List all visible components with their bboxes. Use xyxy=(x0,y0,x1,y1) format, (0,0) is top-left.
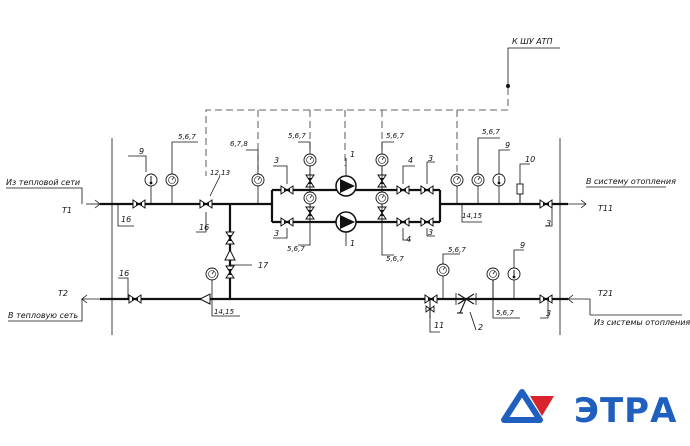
callout-1415-supply: 14,15 xyxy=(462,212,483,220)
label-t2: T2 xyxy=(58,289,68,298)
valve-bypass-lower xyxy=(225,265,235,279)
callout-11: 11 xyxy=(434,321,444,330)
callout-9-inlet: 9 xyxy=(139,147,144,156)
callout-4-upper: 4 xyxy=(408,156,413,165)
valve-pump-check-upper xyxy=(420,185,434,195)
valve-outlet-return xyxy=(128,294,142,304)
valve-pump-out-lower xyxy=(396,217,410,227)
callout-16-inlet: 16 xyxy=(121,215,131,224)
pressure-gauge-inlet xyxy=(165,173,179,187)
callout-678: 6,7,8 xyxy=(230,140,248,148)
thermometer-inlet xyxy=(144,173,158,187)
callout-567-outlet: 5,6,7 xyxy=(482,128,500,136)
callout-17: 17 xyxy=(258,261,269,270)
valve-pump-in-lower xyxy=(280,217,294,227)
flow-meter-icon xyxy=(516,183,524,204)
callout-3-outlet: 3 xyxy=(546,219,551,228)
callout-567-return-mid: 5,6,7 xyxy=(448,246,466,254)
label-to-heating: В систему отопления xyxy=(586,177,676,186)
supply-pipe xyxy=(86,199,587,209)
callout-3-in-lower: 3 xyxy=(274,229,279,238)
label-to-network: В тепловую сеть xyxy=(8,311,79,320)
label-t21: T21 xyxy=(598,289,613,298)
pressure-gauge-return xyxy=(486,267,500,281)
thermometer-outlet xyxy=(492,173,506,187)
callout-3-out-lower: 3 xyxy=(428,228,433,237)
pressure-gauge-return-mid xyxy=(436,263,450,277)
callout-567-return: 5,6,7 xyxy=(496,309,514,317)
callout-1213: 12,13 xyxy=(210,169,230,177)
callout-9-outlet: 9 xyxy=(505,141,510,150)
callout-10: 10 xyxy=(525,155,535,164)
leader-lines xyxy=(117,137,553,333)
callout-2: 2 xyxy=(478,323,483,332)
pressure-gauge-lower-right xyxy=(375,191,389,205)
logo-text: ЭТРА xyxy=(574,391,677,428)
callout-3-in-upper: 3 xyxy=(274,156,279,165)
valve-control-supply xyxy=(199,199,213,209)
callout-567-gauge-ur: 5,6,7 xyxy=(386,132,404,140)
valve-pump-check-lower xyxy=(420,217,434,227)
temperature-sensor-return xyxy=(205,267,219,281)
pump-loop xyxy=(270,188,442,224)
check-valve-return xyxy=(199,293,211,305)
temperature-sensor-supply xyxy=(251,173,265,187)
callout-567-gauge-ll: 5,6,7 xyxy=(287,245,305,253)
valve-inlet-return xyxy=(539,294,553,304)
callout-1-lower: 1 xyxy=(350,239,355,248)
callout-9-return: 9 xyxy=(520,241,525,250)
pump-lower xyxy=(335,211,357,233)
callout-567-gauge-ul: 5,6,7 xyxy=(288,132,306,140)
callout-3-out-upper: 3 xyxy=(428,154,433,163)
pressure-gauge-outlet xyxy=(471,173,485,187)
valve-pump-in-upper xyxy=(280,185,294,195)
pressure-gauge-lower-left xyxy=(303,191,317,205)
temperature-sensor-outlet xyxy=(450,173,464,187)
thermometer-return xyxy=(507,267,521,281)
pump-upper xyxy=(335,175,357,197)
drain-valve xyxy=(425,299,435,318)
label-t1: T1 xyxy=(62,206,72,215)
label-atp: К ШУ АТП xyxy=(512,37,553,46)
valve-pump-out-upper xyxy=(396,185,410,195)
strainer-icon xyxy=(457,293,475,314)
pressure-gauge-upper-right xyxy=(375,153,389,167)
label-from-heating: Из системы отопления xyxy=(594,318,690,327)
callout-1-upper: 1 xyxy=(350,150,355,159)
logo-mark-icon xyxy=(501,389,554,423)
callout-567-inlet: 5,6,7 xyxy=(178,133,196,141)
callout-567-gauge-lr: 5,6,7 xyxy=(386,255,404,263)
etra-logo: ЭТРА xyxy=(501,389,677,428)
pressure-gauge-upper-left xyxy=(303,153,317,167)
callout-3-return: 3 xyxy=(546,309,551,318)
callout-16-control: 16 xyxy=(199,223,209,232)
boundary-lines xyxy=(111,138,561,335)
callout-4-lower: 4 xyxy=(406,235,411,244)
label-t11: T11 xyxy=(598,204,613,213)
callout-16-return: 16 xyxy=(119,269,129,278)
valve-bypass-upper xyxy=(225,231,235,245)
callout-1415-return: 14,15 xyxy=(214,308,235,316)
check-valve-bypass xyxy=(224,249,236,261)
label-from-network: Из тепловой сети xyxy=(6,178,80,187)
valve-outlet-supply xyxy=(539,199,553,209)
valve-inlet-supply xyxy=(132,199,146,209)
valve-return-mid xyxy=(424,294,438,304)
